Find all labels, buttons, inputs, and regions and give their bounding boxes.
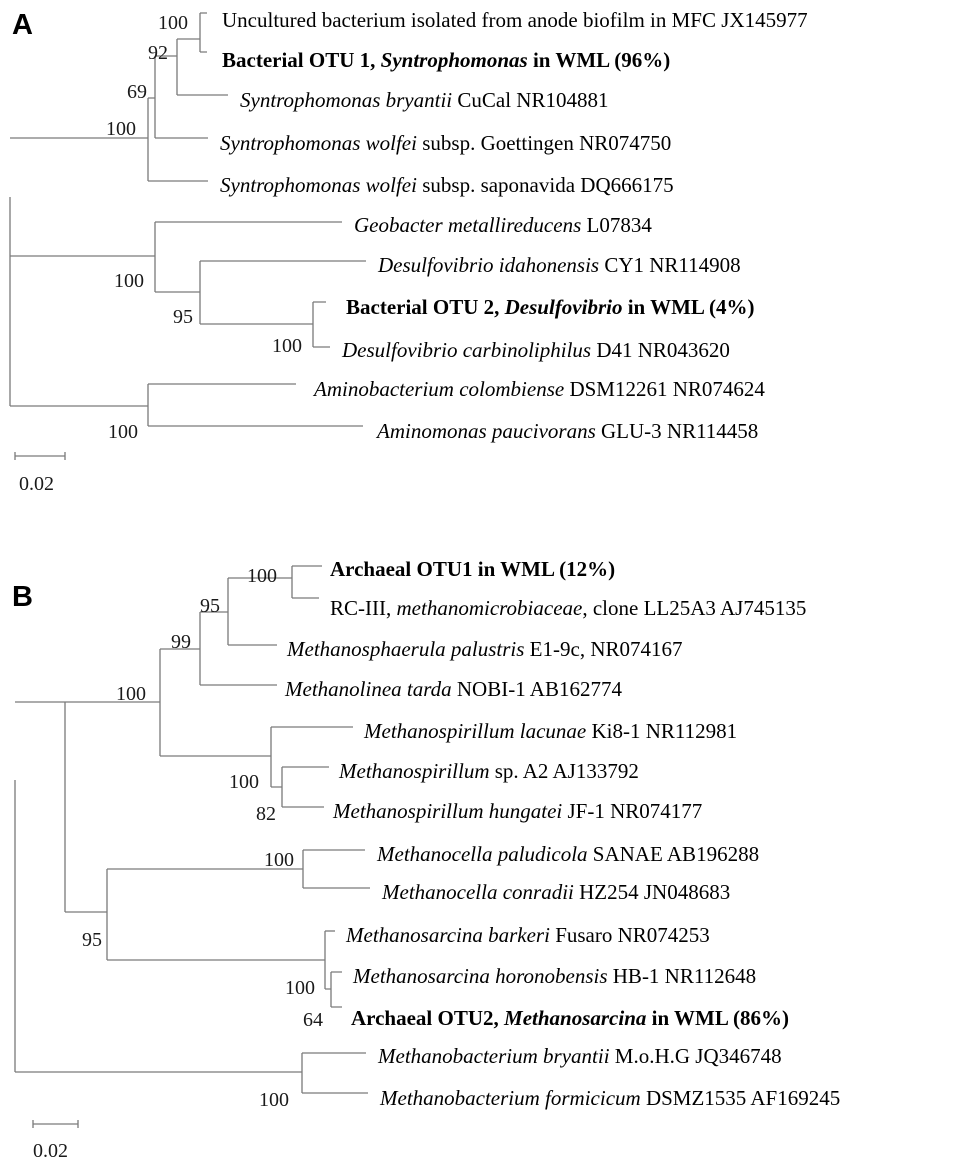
bootstrap-a-6: 95 (173, 306, 193, 328)
taxon-a-7: Desulfovibrio idahonensis CY1 NR114908 (377, 253, 741, 277)
bootstrap-a-5: 100 (114, 270, 144, 292)
tree-b (14, 565, 370, 1094)
taxon-b-6: Methanospirillum sp. A2 AJ133792 (338, 759, 639, 783)
taxon-a-4: Syntrophomonas wolfei subsp. Goettingen … (220, 131, 671, 155)
scale-bar-a (14, 452, 66, 460)
bootstrap-b-1: 100 (247, 565, 277, 587)
taxon-b-4: Methanolinea tarda NOBI-1 AB162774 (284, 677, 622, 701)
taxon-b-9: Methanocella conradii HZ254 JN048683 (381, 880, 730, 904)
bootstrap-b-11: 100 (259, 1089, 289, 1111)
taxon-a-1: Uncultured bacterium isolated from anode… (222, 8, 808, 32)
bootstrap-b-2: 95 (200, 595, 220, 617)
taxon-b-3: Methanosphaerula palustris E1-9c, NR0741… (286, 637, 683, 661)
scale-label-a: 0.02 (19, 473, 54, 495)
bootstrap-a-4: 100 (106, 118, 136, 140)
bootstrap-a-1: 100 (158, 12, 188, 34)
bootstrap-b-7: 100 (264, 849, 294, 871)
taxon-b-2: RC-III, methanomicrobiaceae, clone LL25A… (330, 596, 806, 620)
bootstrap-b-6: 82 (256, 803, 276, 825)
taxon-b-11: Methanosarcina horonobensis HB-1 NR11264… (352, 964, 756, 988)
bootstrap-a-7: 100 (272, 335, 302, 357)
scale-label-b: 0.02 (33, 1140, 68, 1162)
bootstrap-b-5: 100 (229, 771, 259, 793)
bootstrap-a-8: 100 (108, 421, 138, 443)
taxon-a-10: Aminobacterium colombiense DSM12261 NR07… (312, 377, 765, 401)
taxon-b-7: Methanospirillum hungatei JF-1 NR074177 (332, 799, 702, 823)
taxon-a-3: Syntrophomonas bryantii CuCal NR104881 (240, 88, 608, 112)
taxon-a-5: Syntrophomonas wolfei subsp. saponavida … (220, 173, 674, 197)
scale-bar-b (32, 1120, 79, 1128)
bootstrap-b-8: 95 (82, 929, 102, 951)
taxon-b-14: Methanobacterium formicicum DSMZ1535 AF1… (379, 1086, 840, 1110)
taxon-a-8-otu: Bacterial OTU 2, Desulfovibrio in WML (4… (346, 295, 755, 319)
tree-a (9, 12, 366, 427)
panel-label-a: A (12, 9, 33, 41)
bootstrap-b-10: 64 (303, 1009, 323, 1031)
taxon-b-5: Methanospirillum lacunae Ki8-1 NR112981 (363, 719, 737, 743)
taxon-b-8: Methanocella paludicola SANAE AB196288 (376, 842, 759, 866)
bootstrap-b-9: 100 (285, 977, 315, 999)
bootstrap-a-3: 69 (127, 81, 147, 103)
taxon-b-13: Methanobacterium bryantii M.o.H.G JQ3467… (377, 1044, 782, 1068)
panel-label-b: B (12, 581, 33, 613)
taxon-a-9: Desulfovibrio carbinoliphilus D41 NR0436… (341, 338, 730, 362)
taxon-a-2-otu: Bacterial OTU 1, Syntrophomonas in WML (… (222, 48, 670, 72)
taxon-b-12-otu: Archaeal OTU2, Methanosarcina in WML (86… (351, 1006, 789, 1030)
bootstrap-b-3: 99 (171, 631, 191, 653)
taxon-b-1-otu: Archaeal OTU1 in WML (12%) (330, 557, 615, 581)
taxon-b-10: Methanosarcina barkeri Fusaro NR074253 (345, 923, 710, 947)
taxon-a-6: Geobacter metallireducens L07834 (354, 213, 652, 237)
bootstrap-b-4: 100 (116, 683, 146, 705)
taxon-a-11: Aminomonas paucivorans GLU-3 NR114458 (375, 419, 758, 443)
bootstrap-a-2: 92 (148, 42, 168, 64)
